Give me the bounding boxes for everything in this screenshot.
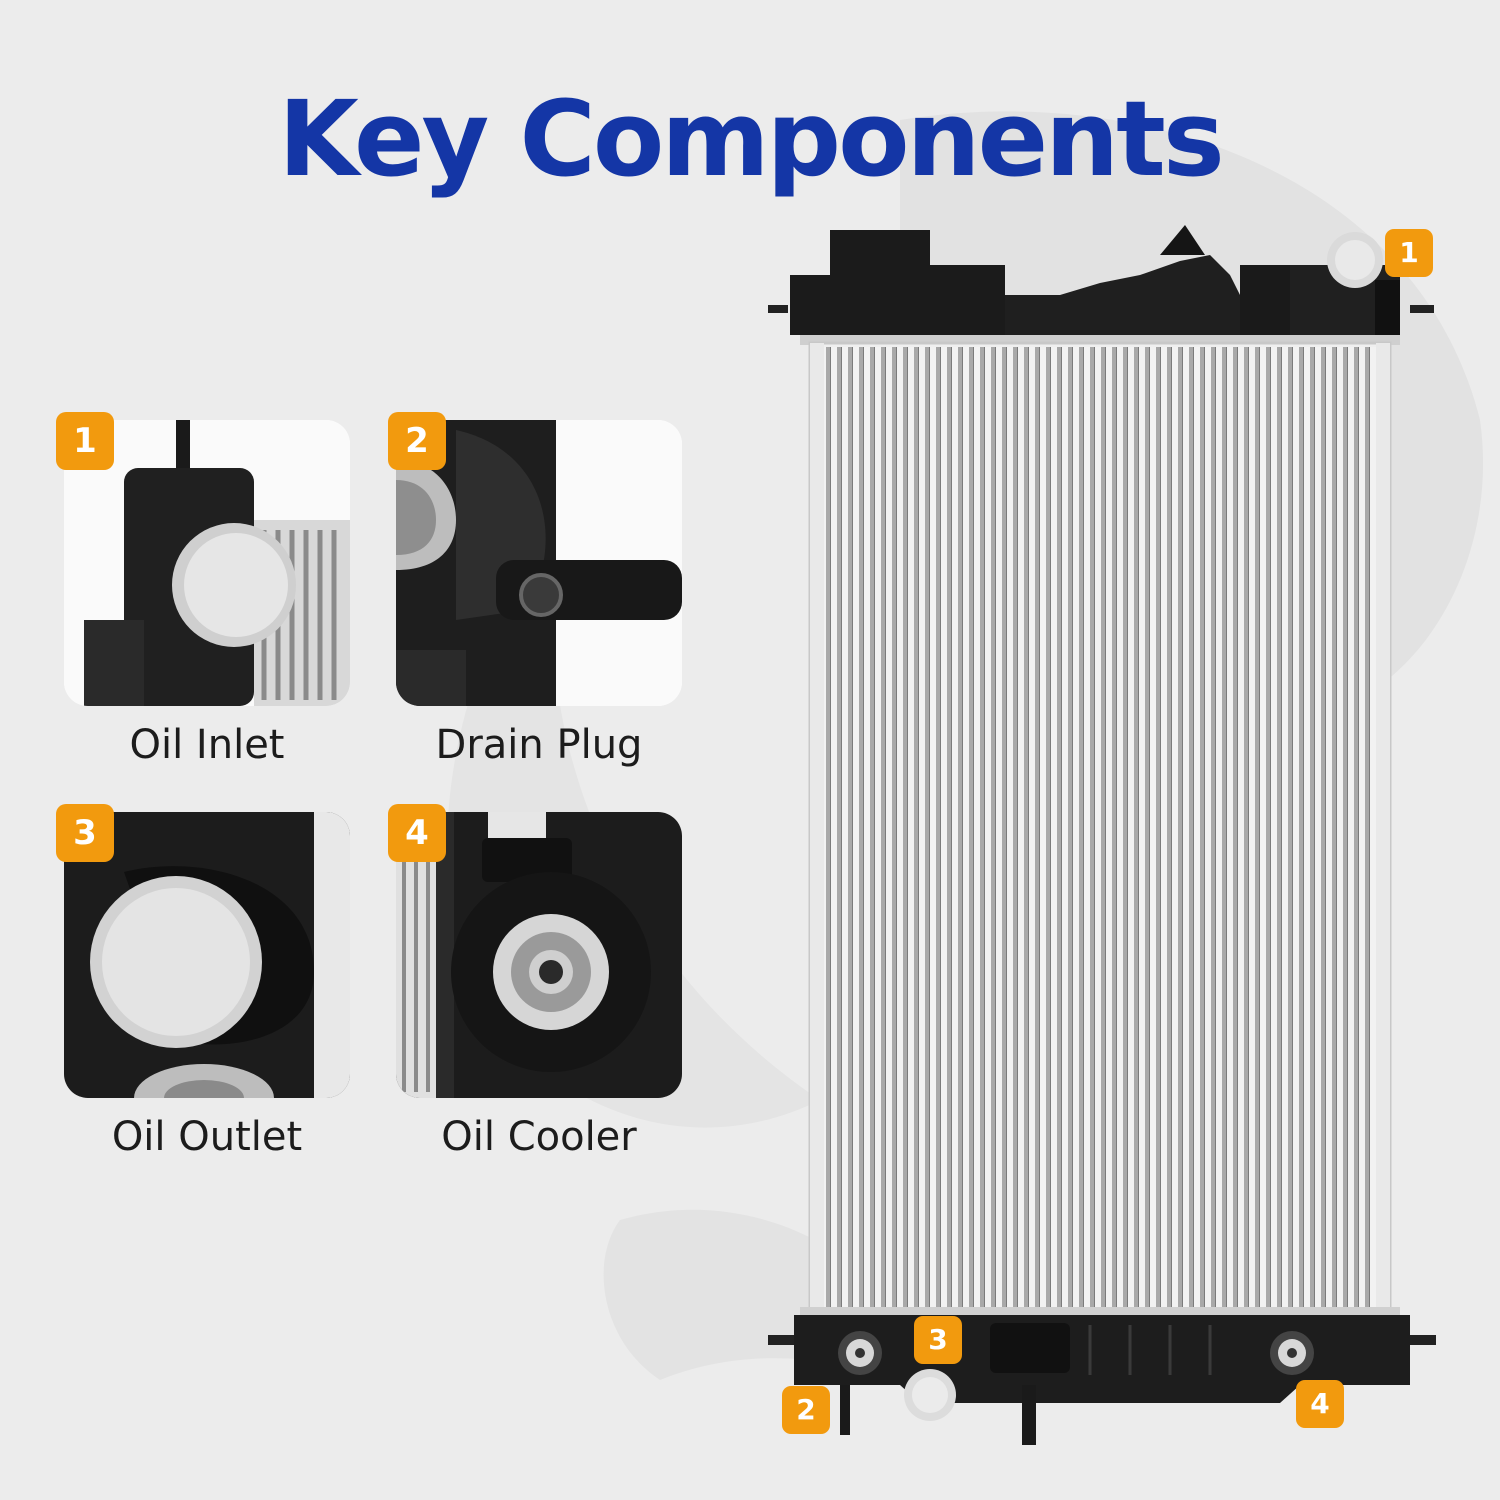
drain-plug-caption: Drain Plug [435, 722, 643, 768]
oil-outlet-photo [64, 812, 350, 1098]
page-title: Key Components [278, 78, 1225, 200]
callout-badge-1: 1 [56, 412, 114, 470]
radiator-callout-2: 2 [782, 1386, 830, 1434]
callout-badge-2: 2 [388, 412, 446, 470]
radiator-illustration [768, 225, 1436, 1445]
oil-inlet-caption: Oil Inlet [129, 722, 285, 768]
oil-outlet-caption: Oil Outlet [111, 1114, 303, 1160]
oil-inlet-photo [64, 420, 350, 706]
radiator-callout-3: 3 [914, 1316, 962, 1364]
radiator-callout-4: 4 [1296, 1380, 1344, 1428]
callout-badge-4: 4 [388, 804, 446, 862]
oil-cooler-caption: Oil Cooler [441, 1114, 637, 1160]
oil-cooler-photo [396, 812, 682, 1098]
radiator-callout-1: 1 [1385, 229, 1433, 277]
callout-badge-3: 3 [56, 804, 114, 862]
